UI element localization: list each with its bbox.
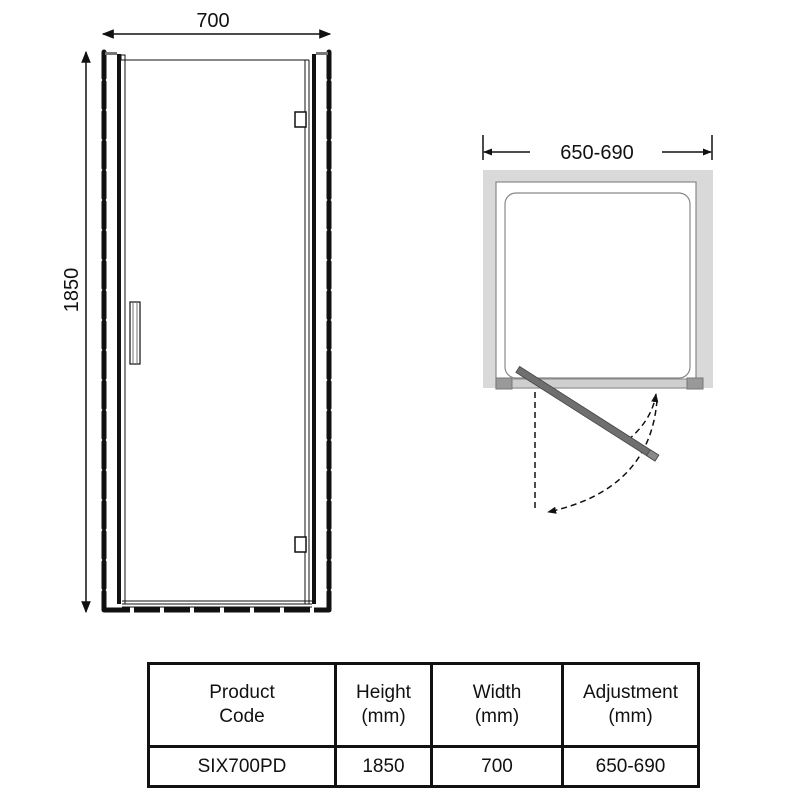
adjustment-dimension: 650-690 [482,135,713,164]
width-dimension-label: 700 [196,10,229,32]
left-top-cap [105,52,117,55]
lower-hinge [294,536,307,553]
spec-table: Product Code Height (mm) Width (mm) Adju… [147,662,700,788]
door-handle [129,301,141,365]
left-hinge-block [495,377,513,390]
left-wall-profile [117,54,121,604]
header-product-code: Product Code [147,662,337,748]
cell-product-code: SIX700PD [147,745,337,788]
header-adjustment: Adjustment (mm) [561,662,700,748]
cell-width: 700 [430,745,564,788]
plan-view: 650-690 [482,135,713,514]
cell-height: 1850 [334,745,433,788]
height-dimension-label: 1850 [61,268,83,313]
header-width: Width (mm) [430,662,564,748]
upper-hinge [294,111,307,128]
cell-adjustment: 650-690 [561,745,700,788]
shower-tray [504,192,691,379]
right-hinge-block [686,377,704,390]
swing-arc-out [547,399,658,514]
right-wall-profile [312,54,316,604]
right-top-cap [316,52,328,55]
front-elevation: 700 1850 [61,10,332,614]
width-dimension: 700 [101,10,332,39]
adjustment-dimension-label: 650-690 [560,142,633,164]
height-dimension: 1850 [61,50,91,614]
header-height: Height (mm) [334,662,433,748]
swing-arc-in [627,393,659,441]
table-row: SIX700PD 1850 700 650-690 [147,745,700,788]
table-header-row: Product Code Height (mm) Width (mm) Adju… [147,662,700,748]
door-panel [515,365,660,462]
